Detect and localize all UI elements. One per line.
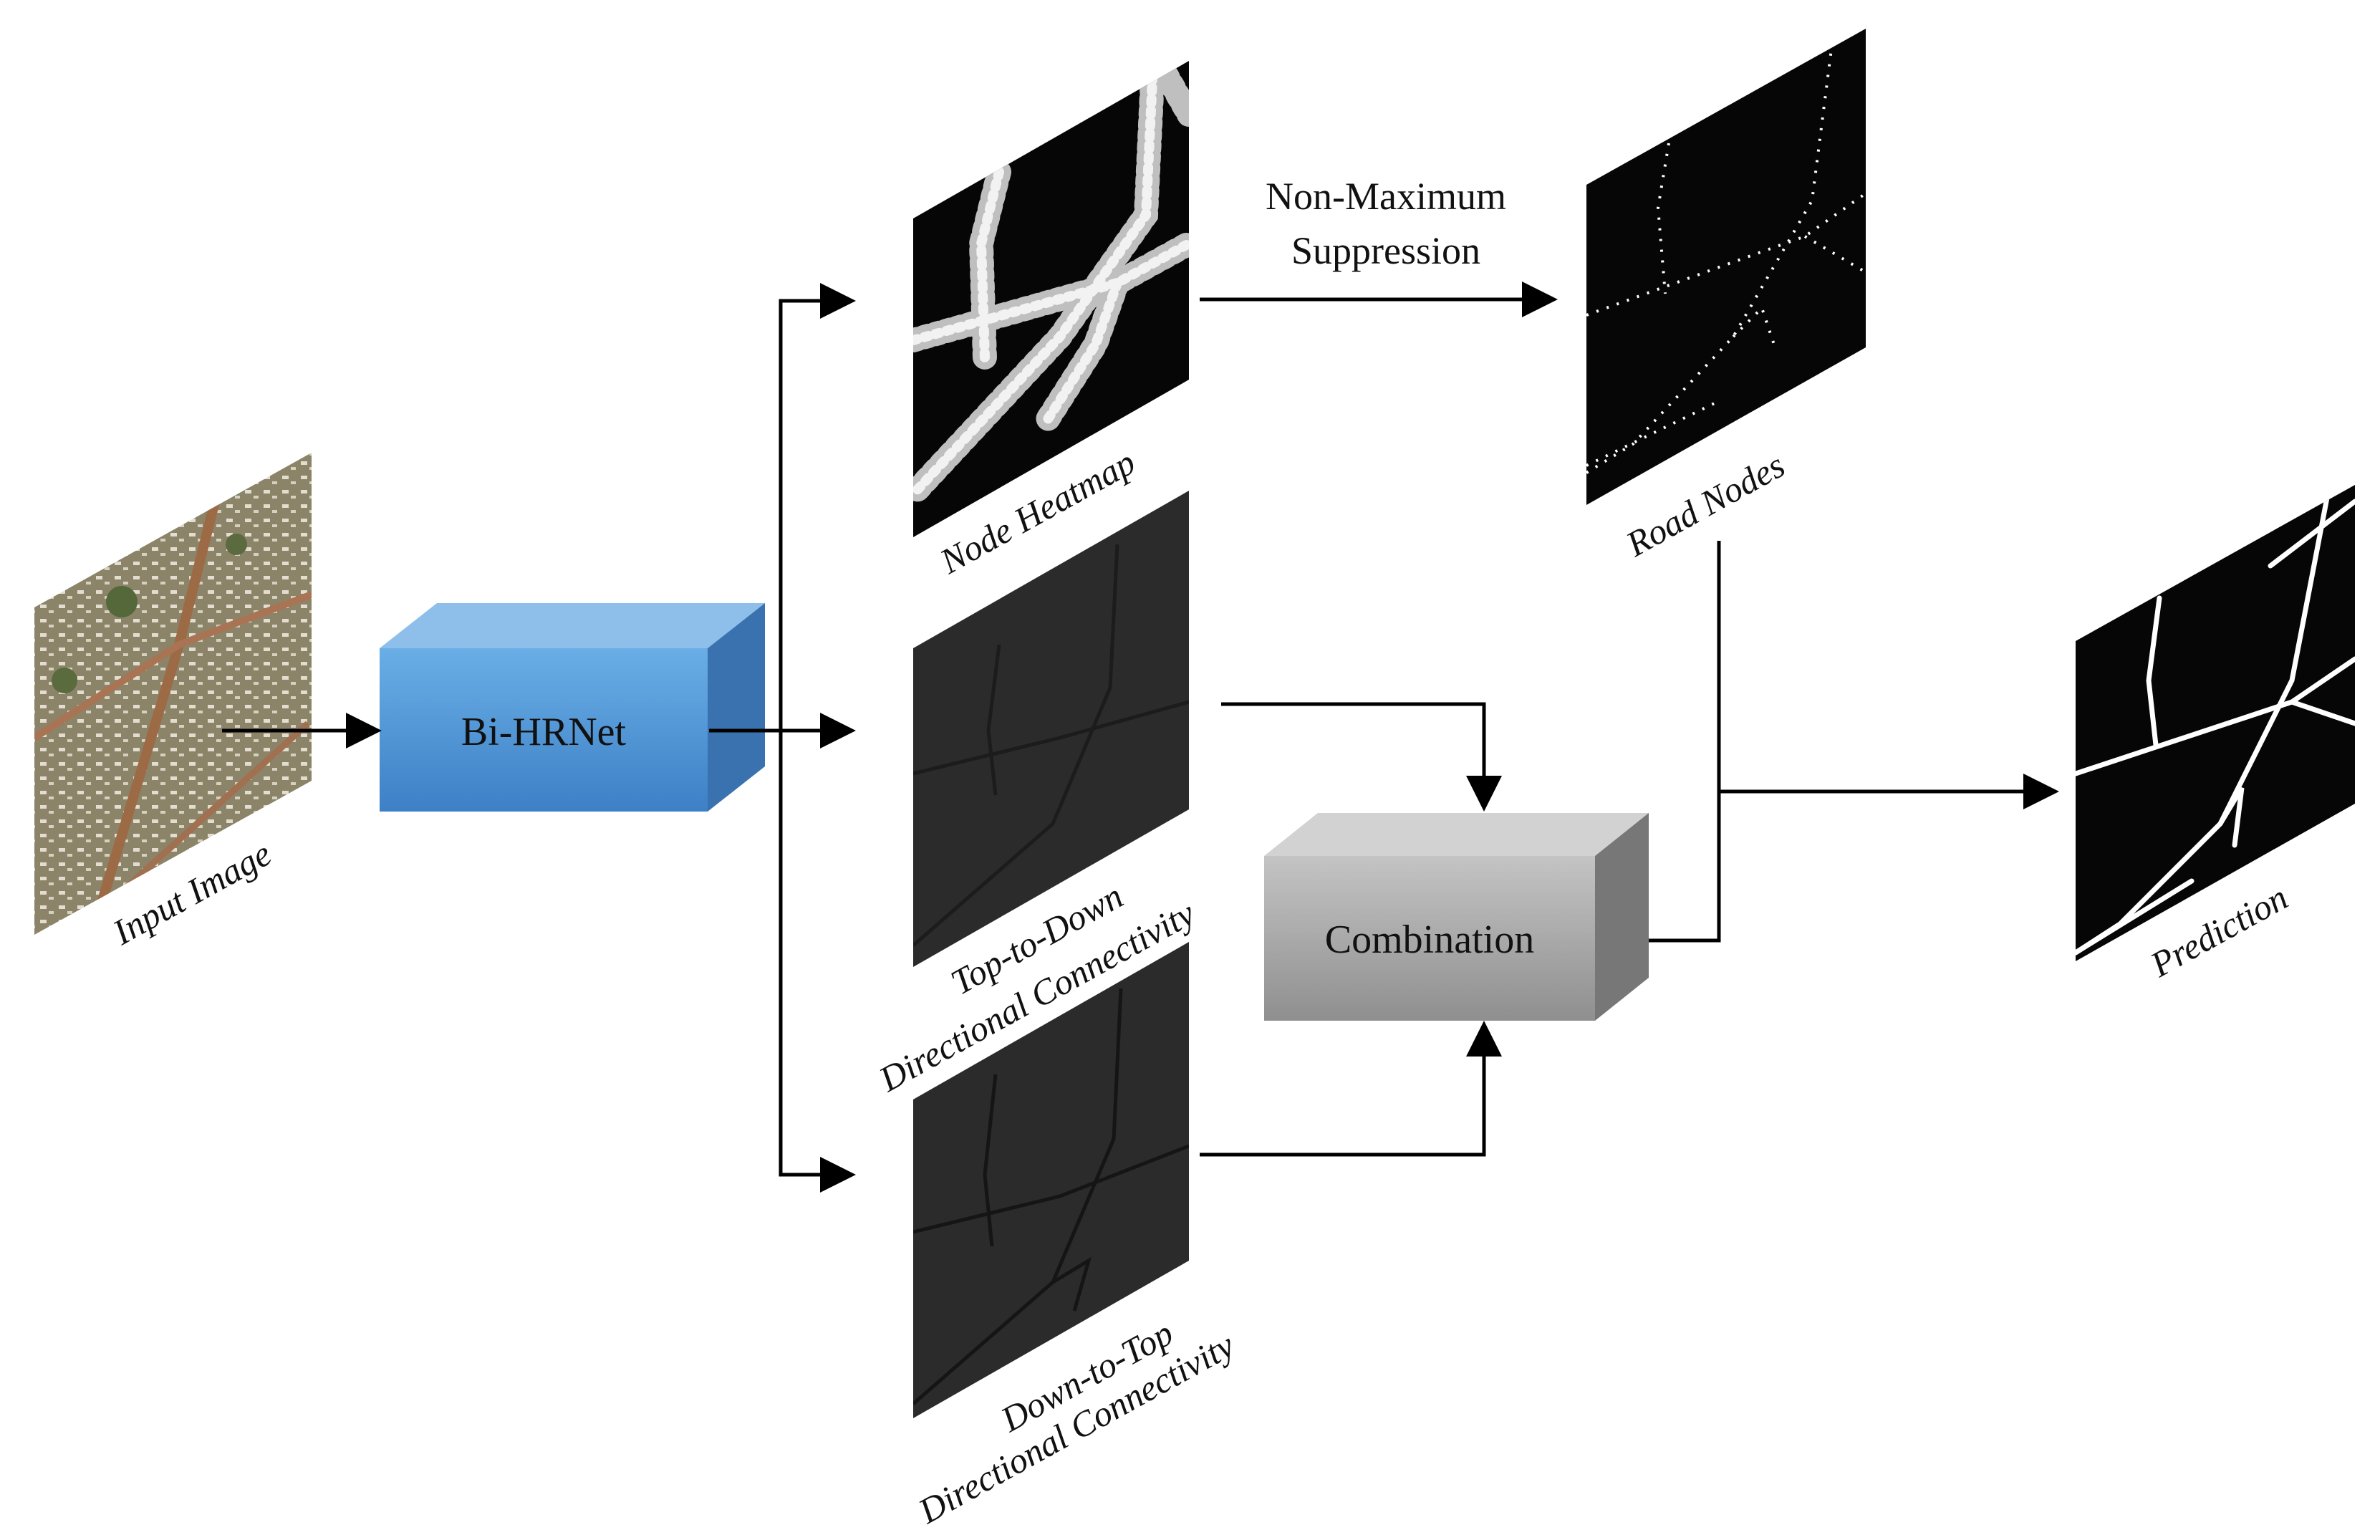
combination-label: Combination [1325, 918, 1534, 962]
bi-hrnet-label: Bi-HRNet [461, 710, 627, 754]
combination-block [1264, 813, 1649, 1021]
prediction-map [2076, 485, 2355, 961]
top-to-down-map [913, 491, 1189, 967]
nms-label-line2: Suppression [1291, 229, 1480, 272]
nms-label-line1: Non-Maximum [1266, 175, 1506, 218]
bi-hrnet-block [380, 603, 765, 812]
down-to-top-map [913, 942, 1189, 1418]
road-nodes-map [1586, 29, 1866, 505]
arrows [222, 281, 2059, 1193]
node-heatmap-map [913, 61, 1189, 537]
